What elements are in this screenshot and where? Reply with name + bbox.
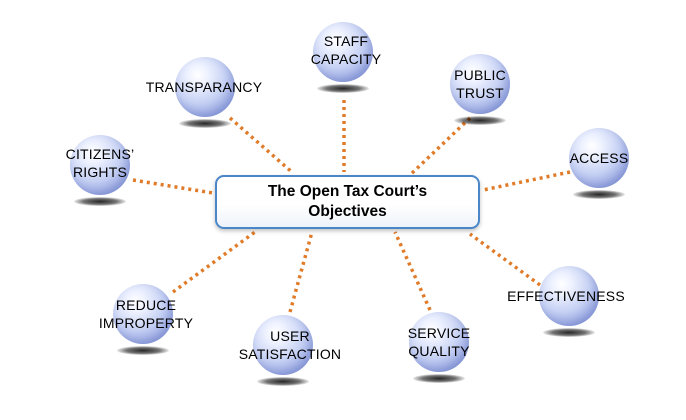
label-line: CAPACITY [310, 51, 382, 67]
connector-service-quality [393, 231, 432, 311]
label-line: TRUST [456, 85, 504, 101]
label-line: PUBLIC [454, 67, 506, 83]
label-line: EFFECTIVENESS [507, 288, 625, 304]
orb-shadow-staff-capacity [317, 84, 369, 93]
orb-public-trust [450, 54, 510, 114]
connector-public-trust [408, 116, 472, 177]
connector-transparancy [228, 116, 295, 175]
orb-citizens-rights [70, 135, 130, 195]
orb-effectiveness [539, 266, 599, 326]
label-citizens-rights: CITIZENS’ RIGHTS [66, 145, 135, 181]
orb-shadow-citizens-rights [74, 197, 126, 206]
label-line: RIGHTS [72, 164, 128, 180]
label-public-trust: PUBLIC TRUST [454, 66, 506, 102]
orb-shadow-transparancy [179, 119, 231, 128]
label-transparancy: TRANSPARANCY [146, 78, 263, 96]
label-line: TRANSPARANCY [145, 79, 263, 95]
orb-shadow-service-quality [413, 374, 465, 383]
label-user-satisfaction: USER SATISFACTION [239, 327, 342, 363]
connector-reduce-improperty [171, 230, 257, 294]
orb-user-satisfaction [253, 315, 313, 375]
connector-user-satisfaction [288, 231, 314, 313]
label-access: ACCESS [570, 149, 629, 167]
center-title-line-1: The Open Tax Court’s [267, 183, 428, 200]
orb-shadow-user-satisfaction [257, 377, 309, 386]
orb-staff-capacity [313, 22, 373, 82]
orb-service-quality [409, 312, 469, 372]
label-line: ACCESS [569, 150, 629, 166]
orb-shadow-effectiveness [543, 328, 595, 337]
label-line: USER [270, 328, 310, 344]
label-line: IMPROPERTY [98, 315, 194, 331]
orb-transparancy [175, 57, 235, 117]
label-service-quality: SERVICE QUALITY [408, 324, 471, 360]
label-line: STAFF [323, 33, 369, 49]
orb-shadow-reduce-improperty [117, 346, 169, 355]
orb-shadow-public-trust [454, 116, 506, 125]
center-title-line-2: Objectives [308, 203, 387, 220]
orb-shadow-access [573, 190, 625, 199]
label-line: SATISFACTION [238, 346, 342, 362]
label-effectiveness: EFFECTIVENESS [507, 287, 625, 305]
label-line: REDUCE [115, 297, 177, 313]
central-objectives-box: The Open Tax Court’s Objectives [215, 175, 480, 229]
label-staff-capacity: STAFF CAPACITY [311, 32, 382, 68]
connector-citizens-rights [132, 178, 214, 195]
label-line: SERVICE [407, 325, 471, 341]
orb-access [569, 128, 629, 188]
label-reduce-improperty: REDUCE IMPROPERTY [99, 296, 193, 332]
connector-access [482, 170, 571, 192]
connector-effectiveness [468, 232, 542, 287]
orb-reduce-improperty [113, 284, 173, 344]
label-line: CITIZENS’ [65, 146, 135, 162]
label-line: QUALITY [408, 343, 470, 359]
